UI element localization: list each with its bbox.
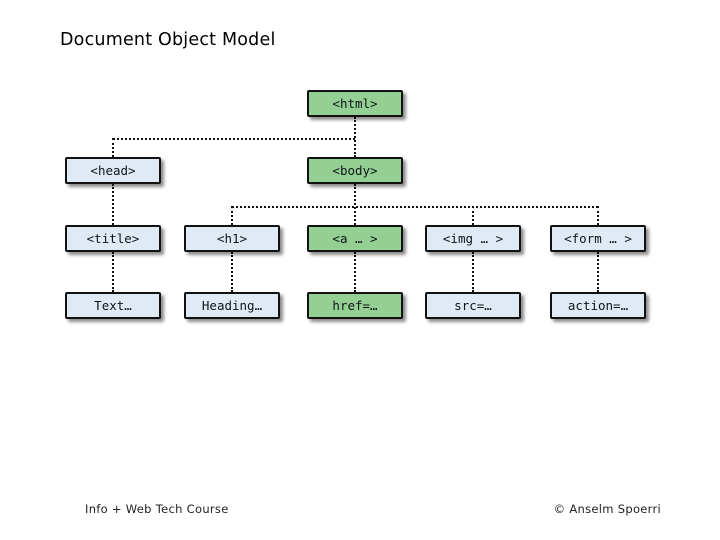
edge-level2-horizontal [232, 206, 598, 208]
node-text: Text… [65, 292, 161, 319]
edge-img-src [472, 252, 474, 292]
node-a: <a … > [307, 225, 403, 252]
edge-head-title [112, 184, 114, 225]
footer-course-name: Info + Web Tech Course [85, 502, 229, 516]
edge-a-href [354, 252, 356, 292]
node-action: action=… [550, 292, 646, 319]
edge-title-text [112, 252, 114, 292]
edge-html-head [112, 138, 114, 157]
node-form: <form … > [550, 225, 646, 252]
edge-body-h1 [231, 206, 233, 225]
edge-level1-horizontal [113, 138, 355, 140]
node-head: <head> [65, 157, 161, 184]
node-src: src=… [425, 292, 521, 319]
node-heading: Heading… [184, 292, 280, 319]
node-img: <img … > [425, 225, 521, 252]
node-html: <html> [307, 90, 403, 117]
edge-html-body [354, 117, 356, 157]
edge-body-form [597, 206, 599, 225]
slide-title: Document Object Model [60, 30, 276, 50]
edge-body-img [472, 206, 474, 225]
node-body: <body> [307, 157, 403, 184]
node-title: <title> [65, 225, 161, 252]
node-h1: <h1> [184, 225, 280, 252]
edge-h1-heading [231, 252, 233, 292]
footer-copyright: © Anselm Spoerri [553, 502, 661, 516]
edge-form-action [597, 252, 599, 292]
node-href: href=… [307, 292, 403, 319]
edge-body-a [354, 184, 356, 225]
